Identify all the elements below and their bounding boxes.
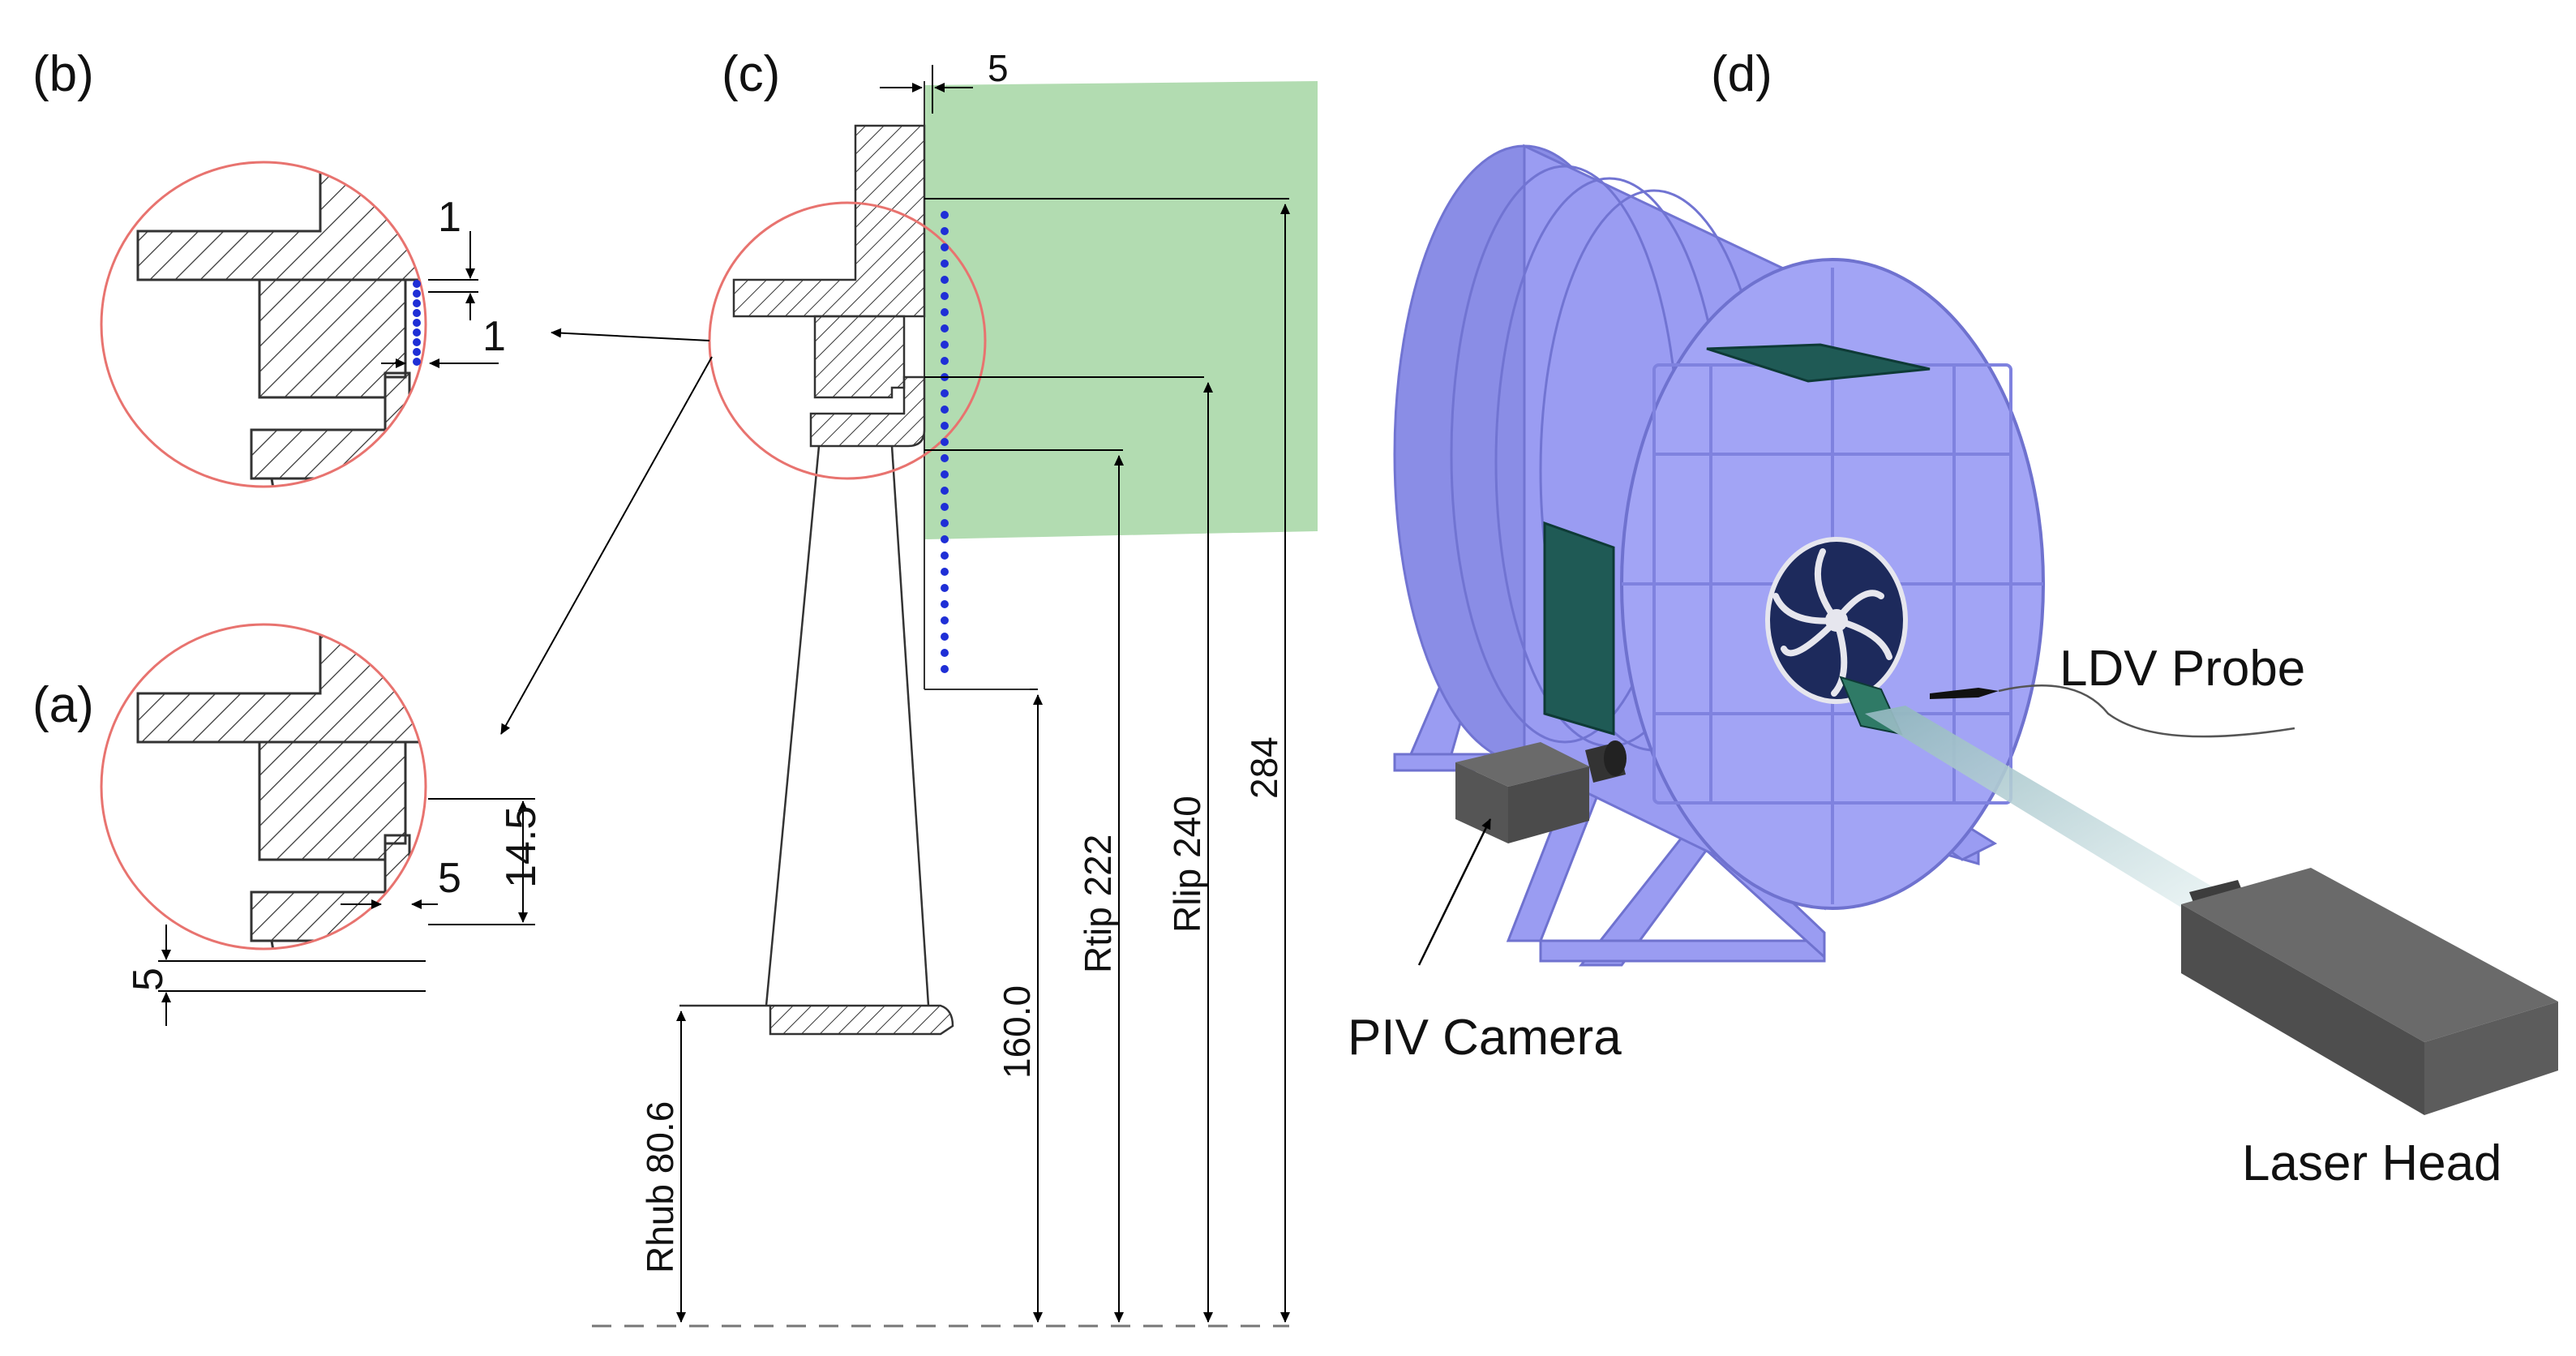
side-window — [1543, 521, 1615, 736]
leader-to-a — [500, 356, 713, 735]
setup-d: LDV Probe PIV Camera Laser Head — [1348, 144, 2558, 1191]
laser-beam — [1865, 706, 2222, 912]
detail-b-gap-vertical: 1 — [438, 194, 461, 241]
dim-r-lip: Rlip 240 — [1166, 796, 1208, 933]
leader-to-b — [551, 328, 710, 341]
dim-r-tip: Rtip 222 — [1077, 835, 1119, 973]
detail-a-step-height: 14.5 — [498, 806, 545, 888]
label-piv-camera: PIV Camera — [1348, 1010, 1622, 1066]
piv-camera-leader — [1417, 818, 1492, 966]
dim-r-outer: 284 — [1243, 736, 1285, 799]
top-window — [1706, 343, 1931, 383]
piv-window — [924, 81, 1318, 539]
section-c: 5 Rhub 80.6 160.0 Rtip 222 Rlip 240 284 — [592, 47, 1318, 1328]
detail-b-points — [413, 280, 421, 366]
detail-a: 14.5 5 5 — [100, 623, 545, 1026]
section-c-points — [941, 211, 949, 673]
panel-label-c: (c) — [722, 46, 780, 102]
detail-a-lip-offset: 5 — [125, 968, 172, 991]
dim-r-hub: Rhub 80.6 — [639, 1101, 681, 1273]
fan-icon — [1765, 537, 1908, 704]
panel-label-a: (a) — [32, 677, 94, 733]
detail-b: 1 1 — [100, 161, 506, 488]
label-laser-head: Laser Head — [2242, 1135, 2502, 1191]
section-c-top-offset: 5 — [988, 47, 1009, 89]
piv-camera-icon — [1455, 740, 1627, 843]
detail-b-gap-horizontal: 1 — [482, 313, 506, 360]
panel-label-b: (b) — [32, 46, 94, 102]
panel-label-d: (d) — [1711, 46, 1772, 102]
ldv-probe-icon — [1930, 688, 1999, 699]
detail-a-circle — [100, 623, 427, 950]
label-ldv-probe: LDV Probe — [2060, 641, 2305, 697]
detail-a-gap-axial: 5 — [438, 855, 461, 902]
laser-head-icon — [2181, 868, 2558, 1115]
detail-b-circle — [100, 161, 427, 488]
dim-160: 160.0 — [996, 985, 1038, 1079]
